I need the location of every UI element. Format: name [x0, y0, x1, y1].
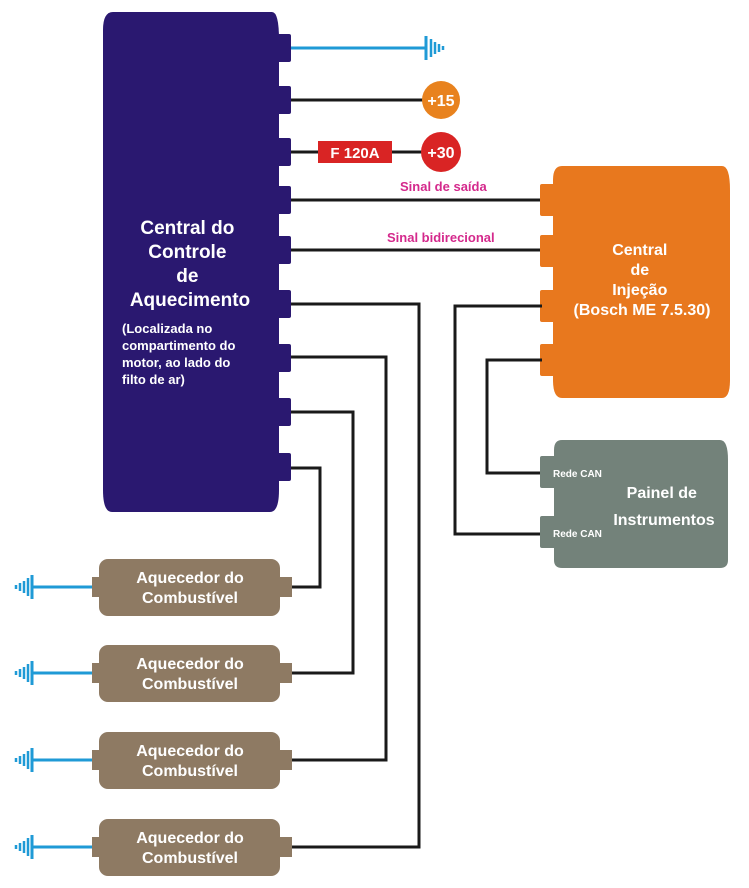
injection-title: Central de Injeção (Bosch ME 7.5.30) — [574, 242, 711, 319]
heater-pin-left — [92, 663, 102, 683]
heater-wire-3 — [291, 355, 388, 762]
instrument-panel: Rede CAN Rede CAN Painel de Instrumentos — [540, 440, 728, 568]
ground-icon — [14, 748, 34, 772]
heater-pin-right — [280, 837, 292, 857]
ground-icon — [14, 661, 34, 685]
heater-pin-left — [92, 837, 102, 857]
heater-body — [99, 645, 280, 702]
pin — [274, 290, 291, 318]
panel-pins — [540, 456, 558, 548]
heater-pin-right — [280, 663, 292, 683]
pin — [540, 456, 558, 488]
heater-pin-left — [92, 577, 102, 597]
can-label-1: Rede CAN — [553, 469, 602, 480]
injection-pins — [540, 184, 558, 376]
ground-icon — [424, 36, 445, 60]
panel-body — [554, 440, 728, 568]
central-heating-body — [103, 12, 279, 512]
heater-wire-2 — [291, 410, 355, 675]
pin — [540, 235, 558, 267]
heater-pin-right — [280, 750, 292, 770]
pin — [540, 290, 558, 322]
ground-icon — [14, 835, 34, 859]
pin — [274, 86, 291, 114]
ground-icon — [14, 575, 34, 599]
plus15-label: +15 — [427, 93, 454, 110]
pin — [274, 186, 291, 214]
heater-wire-4 — [291, 302, 421, 849]
central-heating-control-unit: Central do Controle de Aquecimento (Loca… — [103, 12, 291, 512]
injection-control-unit: Central de Injeção (Bosch ME 7.5.30) — [540, 166, 730, 398]
pin — [274, 453, 291, 481]
heater-body — [99, 559, 280, 616]
fuse-f120a — [318, 141, 392, 163]
plus30-label: +30 — [427, 145, 454, 162]
pin — [274, 398, 291, 426]
can-label-2: Rede CAN — [553, 529, 602, 540]
pin — [540, 184, 558, 216]
heater-wire-1 — [291, 466, 322, 589]
plus30-terminal — [421, 132, 461, 172]
pin — [274, 236, 291, 264]
bidirectional-signal-label: Sinal bidirecional — [387, 230, 495, 245]
heater-pin-right — [280, 577, 292, 597]
central-heating-title: Central do Controle de Aquecimento — [130, 218, 250, 311]
pin — [274, 34, 291, 62]
fuse-label: F 120A — [330, 145, 379, 162]
can-wire-1 — [453, 304, 542, 536]
pin — [540, 344, 558, 376]
output-signal-label: Sinal de saída — [400, 179, 487, 194]
central-heating-pins — [274, 34, 291, 481]
heater-body — [99, 732, 280, 789]
can-wire-2 — [485, 358, 542, 475]
heater-body — [99, 819, 280, 876]
central-heating-location-note: (Localizada no compartimento do motor, a… — [122, 321, 239, 387]
pin — [274, 138, 291, 166]
pin — [540, 516, 558, 548]
plus15-terminal — [422, 81, 460, 119]
panel-title: Painel de Instrumentos — [613, 485, 714, 529]
pin — [274, 344, 291, 372]
heater-pin-left — [92, 750, 102, 770]
injection-body — [553, 166, 730, 398]
